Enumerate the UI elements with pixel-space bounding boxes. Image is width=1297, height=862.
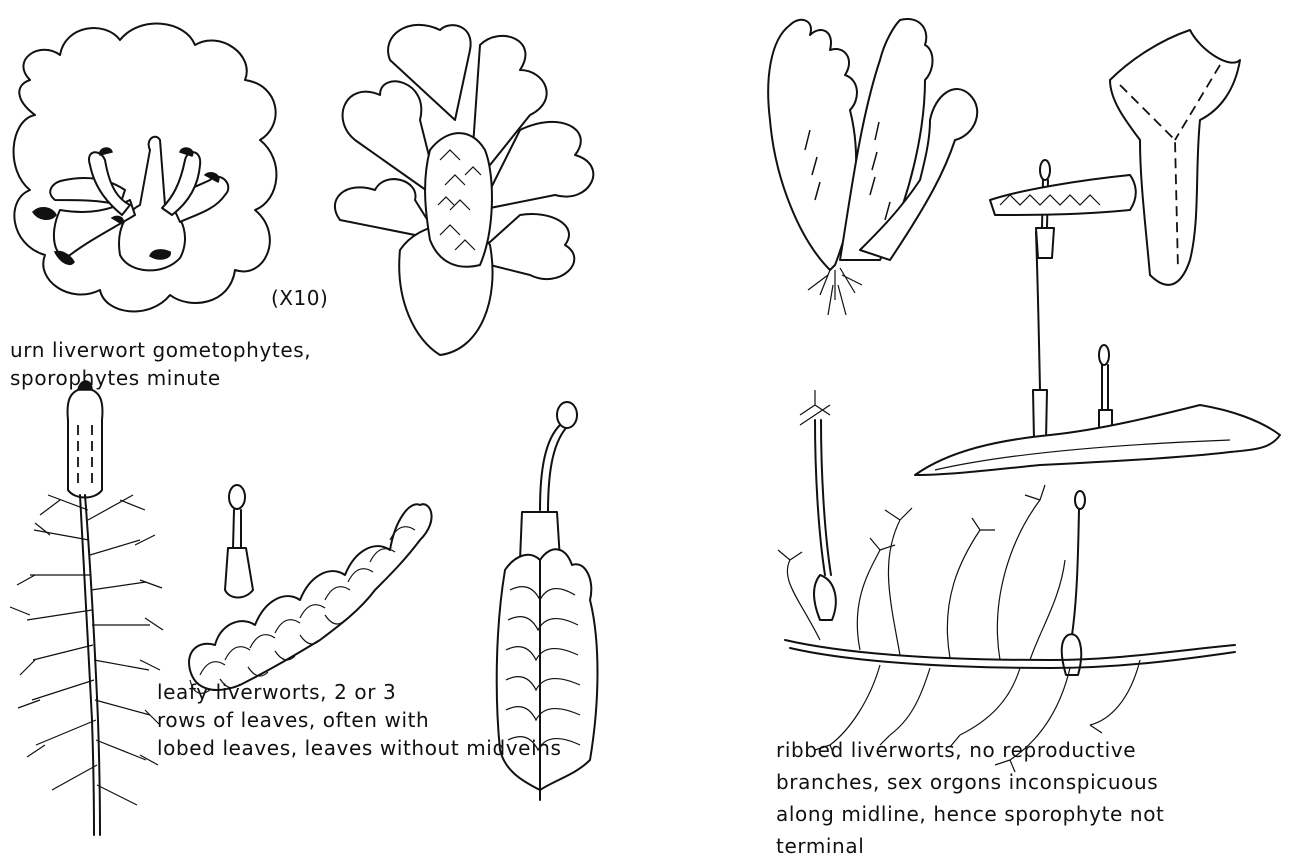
ribbed-liverwort-frond-drawing	[990, 30, 1240, 285]
urn-liverwort-rosette-drawing	[335, 25, 593, 355]
leafy-liverwort-caption: leafy liverworts, 2 or 3 rows of leaves,…	[157, 678, 562, 762]
caption-line: sporophytes minute	[10, 364, 311, 392]
caption-line: branches, sex orgons inconspicuous	[776, 766, 1164, 798]
caption-line: rows of leaves, often with	[157, 706, 562, 734]
urn-liverwort-thallus-drawing	[14, 24, 277, 312]
leafy-liverwort-feathery-stem-drawing	[10, 381, 163, 835]
ribbed-liverwort-forked-thallus-drawing	[768, 19, 977, 315]
caption-line: lobed leaves, leaves without midveins	[157, 734, 562, 762]
leafy-liverwort-curved-shoot-drawing	[189, 485, 432, 693]
caption-line: ribbed liverworts, no reproductive	[776, 734, 1164, 766]
caption-line: along midline, hence sporophyte not	[776, 798, 1164, 830]
urn-liverwort-caption: urn liverwort gometophytes, sporophytes …	[10, 336, 311, 392]
caption-line: terminal	[776, 830, 1164, 862]
ribbed-liverwort-lobe-drawing	[915, 232, 1280, 475]
caption-line: urn liverwort gometophytes,	[10, 336, 311, 364]
caption-line: leafy liverworts, 2 or 3	[157, 678, 562, 706]
magnification-label: (X10)	[271, 286, 328, 310]
ribbed-liverwort-caption: ribbed liverworts, no reproductive branc…	[776, 734, 1164, 862]
